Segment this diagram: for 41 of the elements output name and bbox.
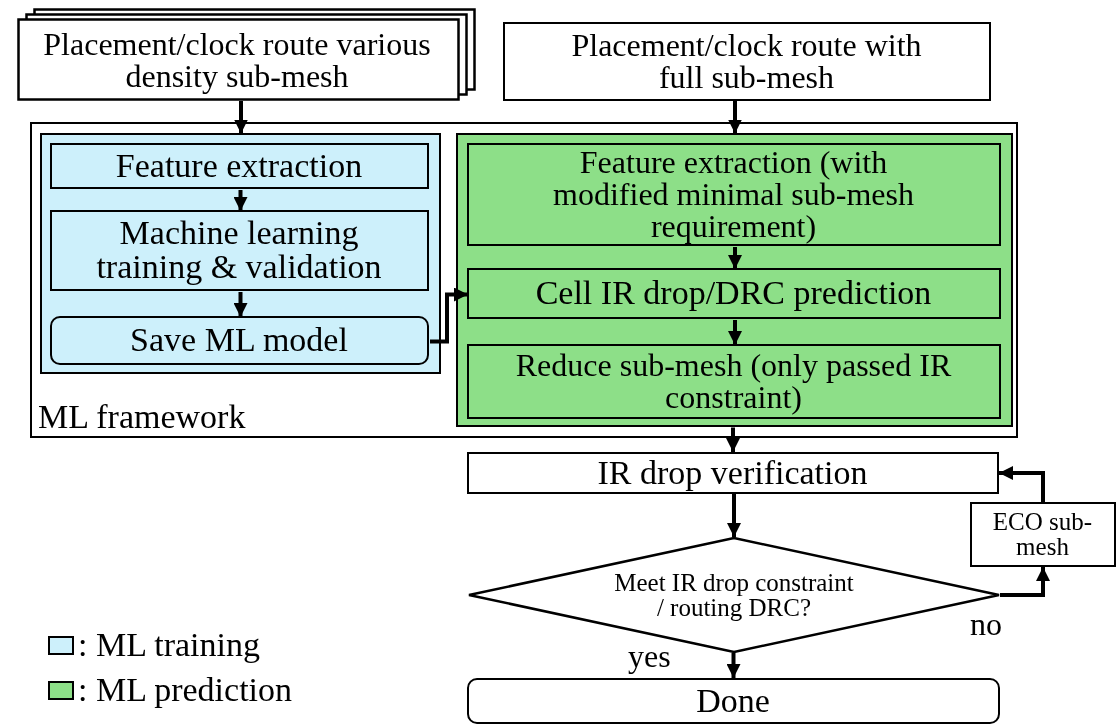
process-box [50, 143, 429, 189]
node-label: Placement/clock route various density sub-mesh [42, 27, 432, 92]
process-box [503, 22, 991, 101]
stacked-process-box [17, 8, 477, 101]
arrow [727, 494, 741, 537]
arrow [999, 466, 1045, 502]
node-label: IR drop verification [596, 455, 869, 490]
arrow [726, 653, 741, 678]
node-label: Feature extraction [114, 148, 364, 183]
arrow [233, 292, 248, 317]
terminal-box [467, 678, 1000, 724]
framework-container [30, 122, 1018, 438]
node-label: Placement/clock route with full sub-mesh [570, 29, 923, 93]
arrow [234, 101, 248, 134]
node-label: Cell IR drop/DRC prediction [534, 276, 933, 310]
process-box [970, 502, 1116, 567]
arrow [430, 287, 468, 344]
prediction-group [456, 133, 1013, 427]
node-label: Feature extraction (with modified minimal sub-mesh requirement) [552, 146, 915, 242]
process-box [50, 210, 429, 291]
node-label: Done [695, 683, 771, 718]
arrow [728, 247, 742, 269]
arrow [726, 427, 740, 452]
process-box [50, 316, 429, 365]
node-label: ECO sub-mesh [991, 509, 1094, 559]
process-box [467, 268, 1001, 319]
arrow [728, 101, 742, 134]
arrow [1000, 567, 1050, 597]
node-label: Meet IR drop constraint / routing DRC? [613, 570, 855, 620]
node-label: Save ML model [129, 323, 349, 357]
arrow [728, 320, 742, 345]
process-box [467, 143, 1001, 246]
legend-label: : ML prediction [78, 673, 293, 707]
process-box [467, 344, 1001, 419]
node-label: Reduce sub-mesh (only passed IR constraint) [514, 349, 953, 413]
node-label: Machine learning training & validation [95, 216, 383, 284]
container-label: ML framework [38, 400, 246, 434]
arrow [233, 190, 248, 211]
process-box [467, 452, 999, 494]
training-group [40, 133, 441, 374]
legend-label: : ML training [78, 628, 260, 662]
